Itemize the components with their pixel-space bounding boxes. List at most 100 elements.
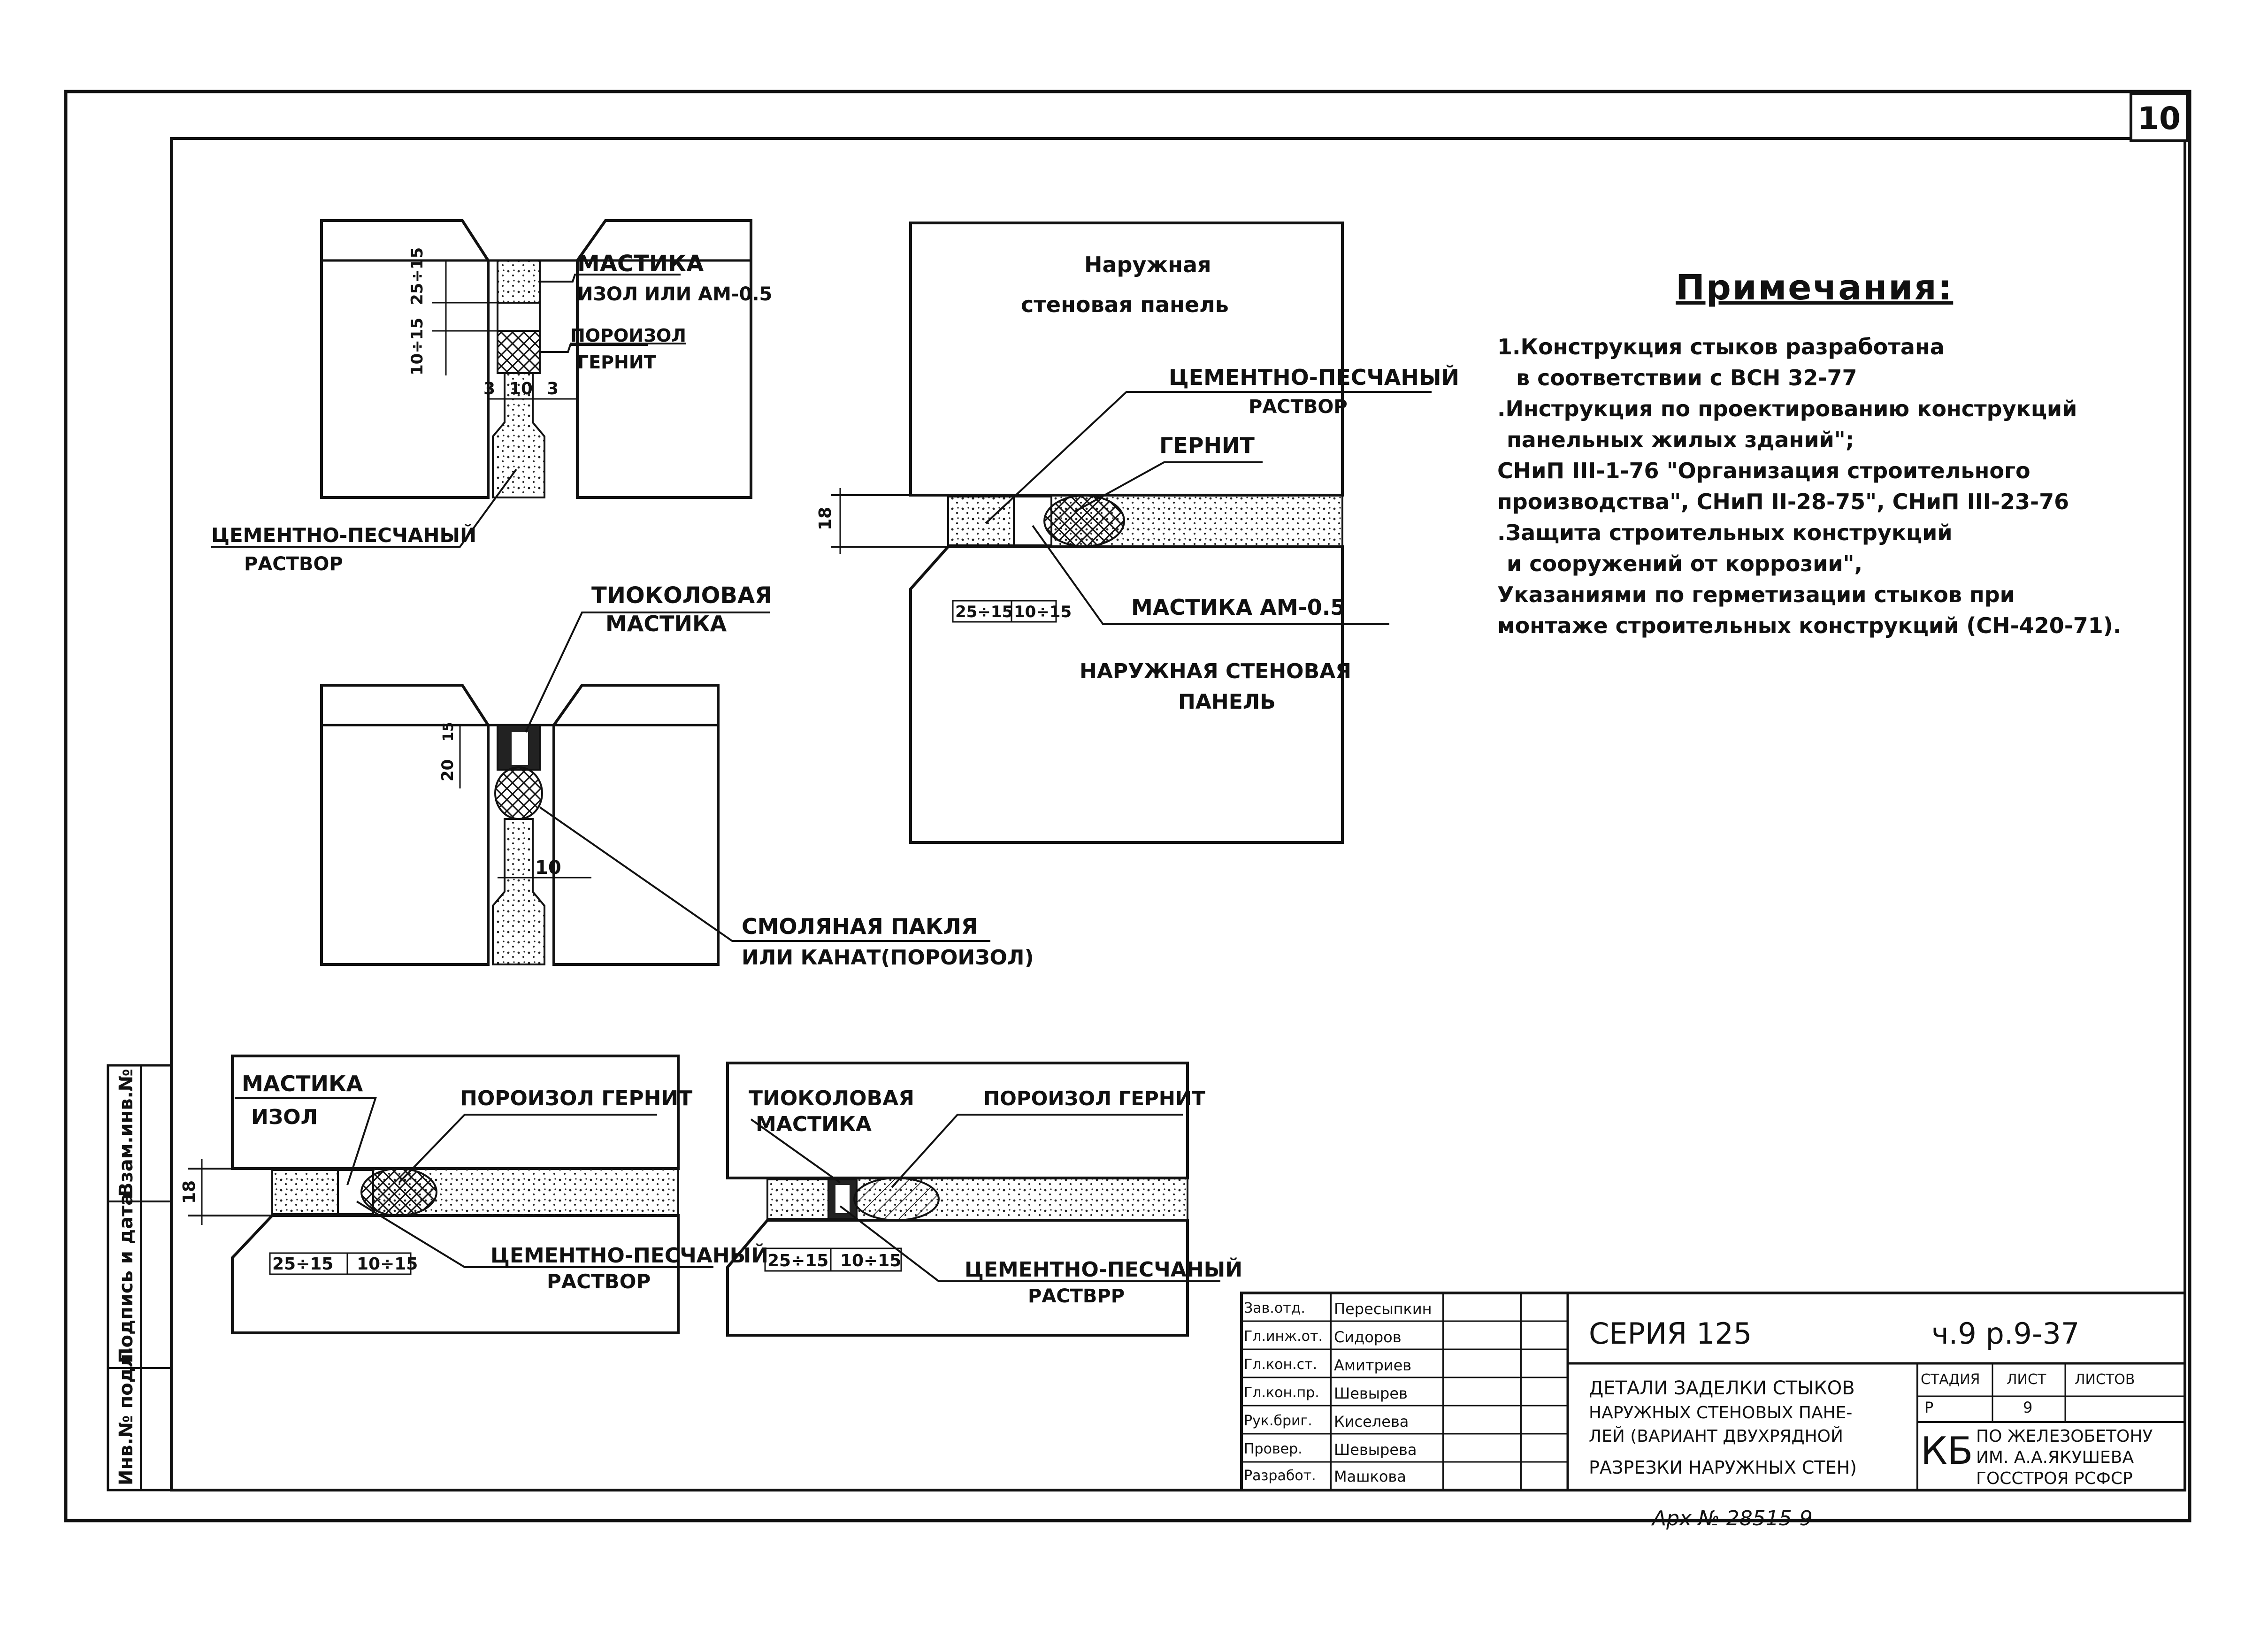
detail-1-mastic [497,260,541,304]
tb-sheet-label: ЛИСТ [2007,1371,2046,1388]
detail-2-label-outer1: Наружная [1084,252,1211,277]
detail-4-label-cement2: РАСТВОР [547,1270,651,1293]
detail-2-dim-a: 25÷15 [955,603,1013,621]
detail-2-label-cement2: РАСТВОР [1249,396,1348,418]
notes-block: Примечания: 1.Конструкция стыков разрабо… [1497,268,2178,641]
side-stamp-vzam: Взам.инв.№ [115,1069,137,1197]
detail-3-mortar [492,818,545,965]
detail-3-label-resin2: ИЛИ КАНАТ(ПОРОИЗОЛ) [742,946,1034,970]
detail-2-panel-lower [909,545,1344,844]
tb-org: ГОССТРОЯ РСФСР [1976,1469,2133,1488]
tb-role: Разработ. [1244,1468,1316,1484]
tb-name: Пересыпкин [1334,1300,1432,1318]
detail-5-dim-a: 25÷15 [767,1251,828,1270]
note-line: .Защита строительных конструкций [1497,520,1953,545]
detail-3-panel [320,684,720,966]
detail-1-dim-w10: 10 [509,379,533,398]
detail-2-label-mastika: МАСТИКА АМ-0.5 [1131,595,1345,620]
note-line: СНиП III-1-76 "Организация строительного [1497,458,2030,483]
detail-5-label-cement2: РАСТВРР [1028,1285,1125,1307]
sheet-number: 10 [2138,100,2181,137]
detail-4-dim-a: 25÷15 [272,1254,333,1274]
tb-desc: ДЕТАЛИ ЗАДЕЛКИ СТЫКОВ [1589,1377,1855,1399]
note-line: и сооружений от коррозии", [1507,551,1863,576]
detail-2-label-outer2: стеновая панель [1021,292,1229,317]
detail-4-label-cement1: ЦЕМЕНТНО-ПЕСЧАНЫЙ [490,1243,768,1268]
detail-2: 18 25÷15 10÷15 Наружная стеновая панель … [816,222,1459,844]
detail-1-dim-w3a: 3 [483,379,495,398]
detail-1-label-poroizol: ПОРОИЗОЛ [570,325,686,346]
tb-sheet: 9 [2023,1399,2033,1416]
detail-2-label-gernit: ГЕРНИТ [1159,433,1255,458]
note-line: в соответствии с ВСН 32-77 [1516,365,1857,390]
outer-frame [64,90,2191,1522]
tb-org-mark: КБ [1921,1429,1973,1473]
detail-2-dim-h: 18 [816,507,835,530]
detail-1: 25÷15 10÷15 3 10 3 МАСТИКА ИЗОЛ ИЛИ АМ-0… [211,219,772,575]
tb-name: Киселева [1334,1413,1409,1430]
detail-5-label-poroizol: ПОРОИЗОЛ ГЕРНИТ [983,1087,1205,1110]
detail-4: 18 25÷15 10÷15 МАСТИКА ИЗОЛ ПОРОИЗОЛ ГЕР… [180,1055,768,1334]
detail-3-label-thio2: МАСТИКА [605,611,727,636]
tb-code: ч.9 р.9-37 [1931,1316,2080,1351]
title-block [1240,1292,2186,1491]
note-line: панельных жилых зданий"; [1507,427,1854,452]
tb-name: Машкова [1334,1468,1406,1485]
tb-role: Зав.отд. [1244,1300,1305,1316]
tb-name: Шевырева [1334,1441,1417,1459]
side-stamp: Инв.№ подл. Подпись и дата Взам.инв.№ [107,1064,173,1491]
tb-desc: РАЗРЕЗКИ НАРУЖНЫХ СТЕН) [1589,1457,1857,1478]
detail-5-label-thio1: ТИОКОЛОВАЯ [749,1086,914,1110]
notes-title: Примечания: [1676,268,1954,308]
tb-role: Гл.инж.от. [1244,1328,1323,1345]
detail-3-dim-a: 20 [438,759,457,781]
tb-name: Амитриев [1334,1356,1412,1374]
detail-2-label-outer3: НАРУЖНАЯ СТЕНОВАЯ [1080,659,1351,683]
detail-5-label-cement1: ЦЕМЕНТНО-ПЕСЧАНЫЙ [965,1257,1242,1282]
tb-role: Провер. [1244,1441,1303,1457]
detail-1-mortar [492,372,545,498]
note-line: Указаниями по герметизации стыков при [1497,582,2015,607]
tb-org: ИМ. А.А.ЯКУШЕВА [1976,1448,2134,1467]
detail-1-label-mastika: МАСТИКА [577,251,704,277]
detail-4-label-mastika: МАСТИКА [242,1071,363,1096]
archive-number: Арх № 28515-9 [1652,1507,1813,1530]
tb-stage: Р [1924,1399,1934,1416]
detail-3: 20 15 10 ТИОКОЛОВАЯ МАСТИКА СМОЛЯНАЯ ПАК… [320,582,1034,970]
tb-role: Гл.кон.пр. [1244,1384,1319,1401]
note-line: производства", СНиП II-28-75", СНиП III-… [1497,489,2069,514]
tb-stage-label: СТАДИЯ [1921,1371,1980,1388]
detail-3-label-resin1: СМОЛЯНАЯ ПАКЛЯ [742,914,978,939]
tb-name: Шевырев [1334,1384,1408,1402]
detail-1-label-cement2: РАСТВОР [244,553,343,575]
detail-1-label-cement1: ЦЕМЕНТНО-ПЕСЧАНЫЙ [211,523,476,547]
side-stamp-inv: Инв.№ подл. [115,1346,137,1485]
tb-org: ПО ЖЕЛЕЗОБЕТОНУ [1976,1427,2153,1446]
detail-4-dim-h: 18 [180,1180,199,1204]
detail-1-label-izol: ИЗОЛ ИЛИ АМ-0.5 [577,283,772,305]
detail-5: 25÷15 10÷15 ТИОКОЛОВАЯ МАСТИКА ПОРОИЗОЛ … [726,1062,1242,1337]
detail-5-label-thio2: МАСТИКА [756,1112,872,1136]
detail-1-dim-b: 10÷15 [408,318,427,375]
inner-frame [170,137,2186,1491]
side-stamp-sign: Подпись и дата [115,1193,137,1363]
detail-1-isol [497,302,541,332]
note-line: монтаже строительных конструкций (СН-420… [1497,613,2122,638]
tb-series: СЕРИЯ 125 [1589,1316,1752,1351]
note-line: 1.Конструкция стыков разработана [1497,334,1945,359]
note-line: .Инструкция по проектированию конструкци… [1497,396,2077,421]
detail-4-label-poroizol: ПОРОИЗОЛ ГЕРНИТ [460,1086,692,1110]
detail-3-label-thio1: ТИОКОЛОВАЯ [591,582,772,609]
detail-1-dim-a: 25÷15 [408,247,427,305]
detail-2-gernit [1043,495,1125,547]
tb-role: Рук.бриг. [1244,1413,1312,1429]
tb-name: Сидоров [1334,1328,1402,1346]
detail-2-label-cement1: ЦЕМЕНТНО-ПЕСЧАНЫЙ [1169,365,1459,390]
detail-3-dim-b: 15 [440,722,457,742]
tb-desc: НАРУЖНЫХ СТЕНОВЫХ ПАНЕ- [1589,1403,1853,1423]
detail-5-dim-b: 10÷15 [840,1251,901,1270]
detail-1-label-gernit: ГЕРНИТ [577,352,656,373]
tb-role: Гл.кон.ст. [1244,1356,1318,1373]
sheet-number-box [2130,92,2189,142]
